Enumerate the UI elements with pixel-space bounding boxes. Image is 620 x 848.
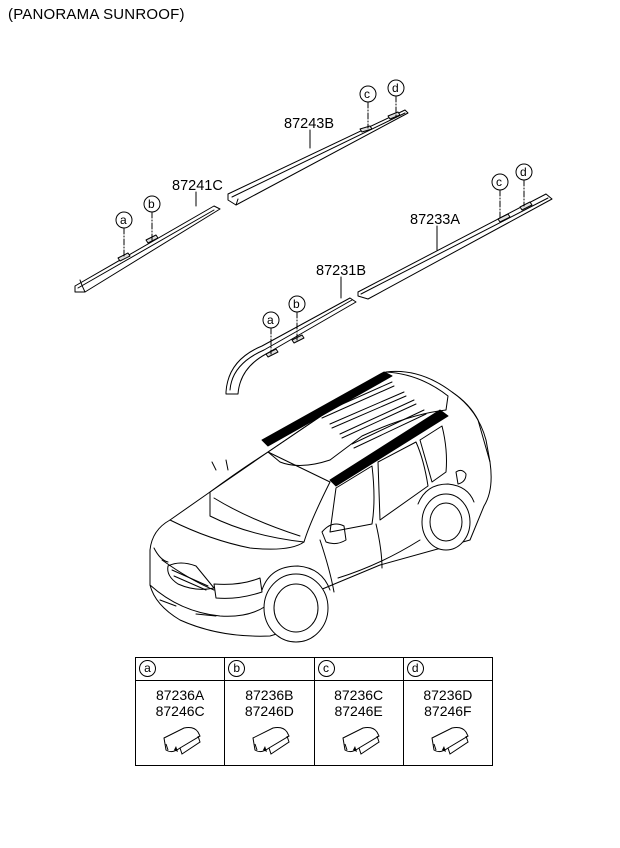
legend-part-number: 87246D: [244, 703, 294, 719]
legend-header: c: [314, 658, 403, 681]
legend-part-number: 87236C: [334, 687, 384, 703]
vehicle-illustration: [149, 370, 492, 643]
callout-c-87243b: c: [364, 87, 370, 101]
callout-a-87241c: a: [120, 213, 127, 227]
legend-part-number: 87236D: [423, 687, 473, 703]
label-87233a: 87233A: [410, 212, 460, 228]
legend-column-b[interactable]: b 87236B 87246D: [225, 658, 315, 765]
legend-column-a[interactable]: a 87236A 87246C: [136, 658, 226, 765]
clip-icon: [163, 727, 201, 755]
legend-letter: d: [406, 660, 424, 677]
callout-c-87233a: c: [496, 175, 502, 189]
legend-column-c[interactable]: c 87236C 87246E: [314, 658, 404, 765]
legend-header: d: [403, 658, 492, 681]
label-87241c: 87241C: [172, 178, 223, 194]
diagram-title: (PANORAMA SUNROOF): [8, 6, 185, 23]
legend-letter: b: [228, 660, 246, 677]
legend-part-number: 87246C: [155, 703, 205, 719]
roof-rail-87233a[interactable]: [357, 193, 553, 300]
callout-d-87233a: d: [520, 165, 527, 179]
label-87243b: 87243B: [284, 116, 334, 132]
clip-legend-table: a 87236A 87246C b 87236B 87246D c: [135, 657, 493, 766]
clip-icon: [431, 727, 469, 755]
legend-part-number: 87236A: [155, 687, 205, 703]
callout-a-87231b: a: [267, 313, 274, 327]
legend-column-d[interactable]: d 87236D 87246F: [403, 658, 492, 765]
callout-b-87241c: b: [148, 197, 155, 211]
legend-part-number: 87246E: [334, 703, 383, 719]
label-87231b: 87231B: [316, 263, 366, 279]
roof-rail-87243b[interactable]: [227, 109, 409, 206]
clip-icon: [341, 727, 380, 755]
clip-icon: [252, 727, 290, 755]
legend-part-number: 87246F: [424, 703, 472, 719]
legend-header: a: [136, 658, 225, 681]
callout-d-87243b: d: [392, 81, 399, 95]
roof-rail-87231b[interactable]: [225, 297, 357, 395]
legend-header: b: [225, 658, 314, 681]
legend-letter: c: [317, 660, 335, 677]
callout-b-87231b: b: [293, 297, 300, 311]
callout-leaders: [123, 95, 525, 355]
legend-letter: a: [139, 660, 156, 677]
callout-circles: [115, 79, 533, 329]
legend-part-number: 87236B: [245, 687, 294, 703]
roof-rail-87241c[interactable]: [74, 205, 221, 293]
